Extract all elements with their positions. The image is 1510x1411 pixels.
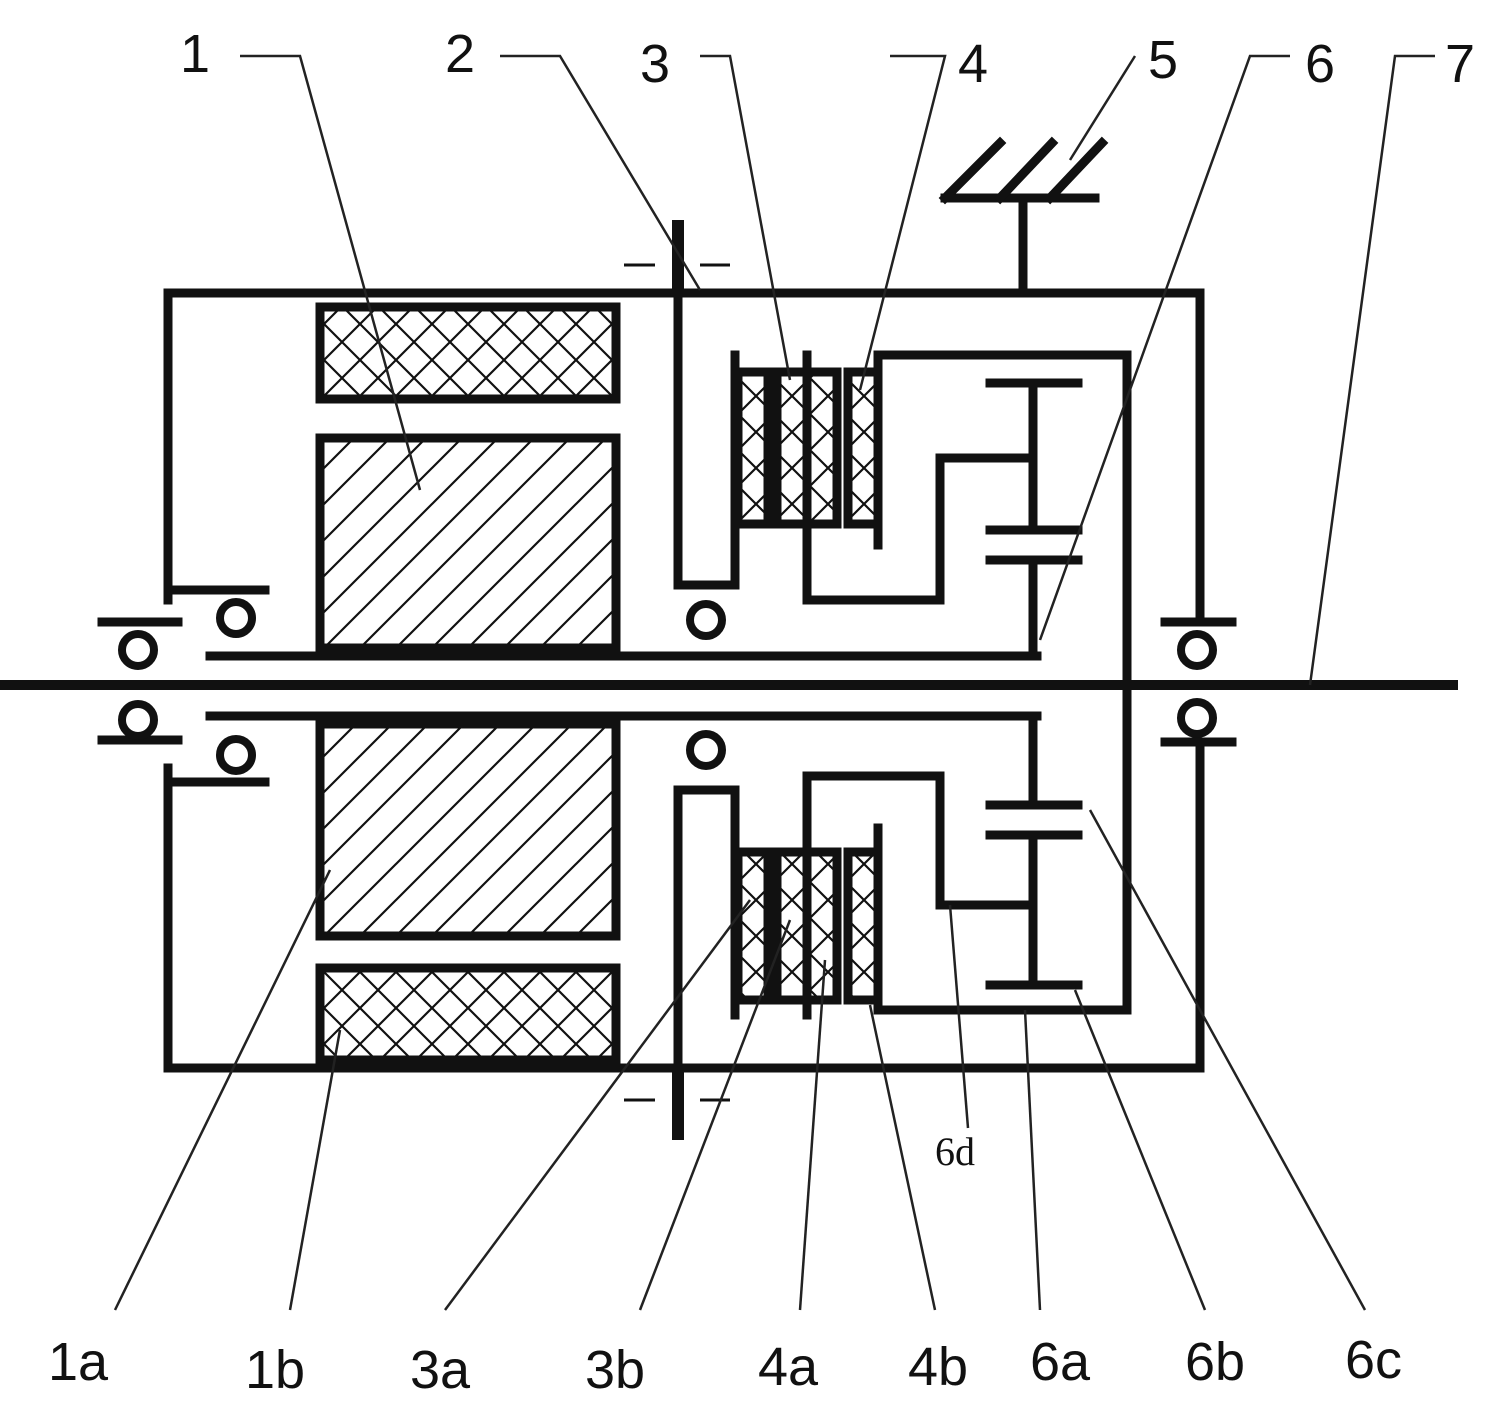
label-7: 7 [1445,34,1475,94]
label-6d: 6d [935,1129,975,1174]
label-4a: 4a [758,1337,819,1397]
label-4: 4 [958,34,988,94]
rotor-top [320,438,616,648]
label-3a: 3a [410,1340,471,1400]
ground-symbol [945,143,1102,293]
rotor-bottom [320,724,616,936]
label-1a: 1a [48,1332,109,1392]
stator-winding-bottom [320,968,616,1060]
label-5: 5 [1148,30,1178,90]
label-1: 1 [180,24,210,84]
label-4b: 4b [908,1337,968,1397]
label-1b: 1b [245,1340,305,1400]
label-6c: 6c [1345,1330,1402,1390]
label-2: 2 [445,24,475,84]
label-6: 6 [1305,34,1335,94]
label-3b: 3b [585,1340,645,1400]
label-6a: 6a [1030,1332,1091,1392]
stator-winding-top [320,307,616,399]
label-6b: 6b [1185,1332,1245,1392]
label-3: 3 [640,34,670,94]
